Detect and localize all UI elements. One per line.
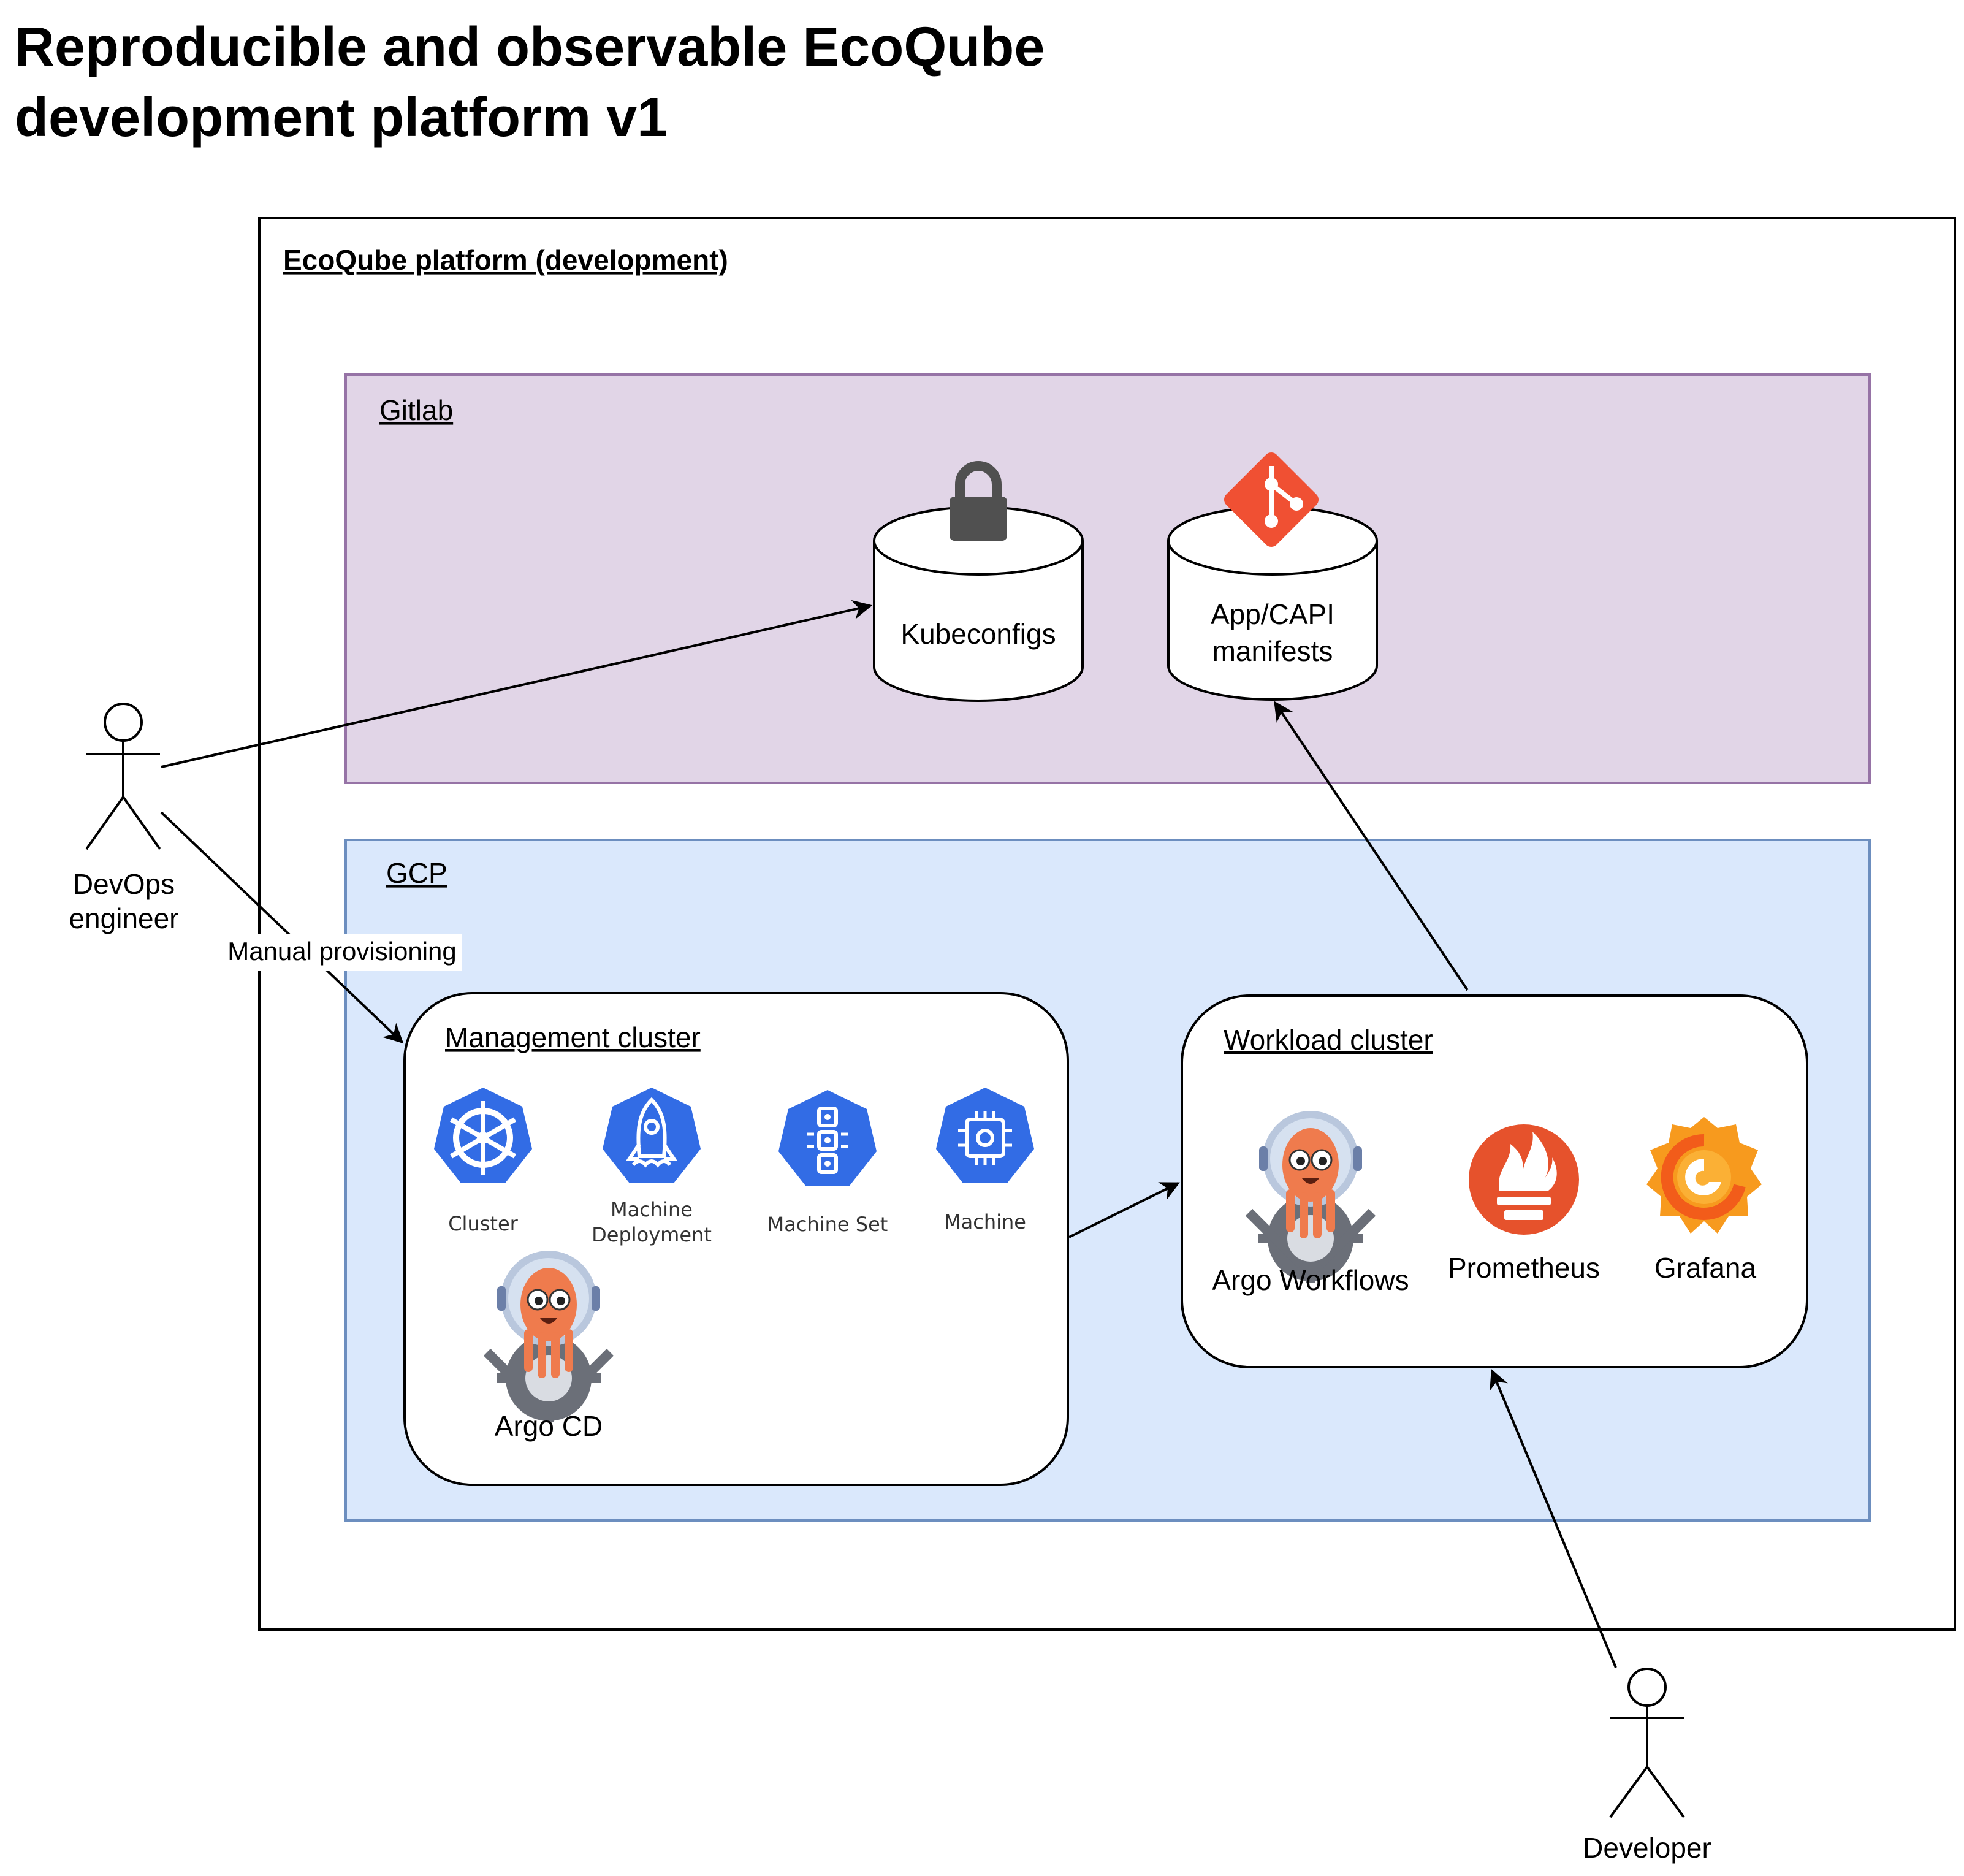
devops-engineer-actor[interactable] xyxy=(85,703,161,850)
machine-set-label: Machine Set xyxy=(767,1213,888,1236)
kubeconfigs-label: Kubeconfigs xyxy=(900,618,1056,650)
replicaset-icon xyxy=(778,1090,877,1186)
edge-workload-to-manifests xyxy=(1274,701,1469,991)
rocket-icon xyxy=(603,1088,701,1183)
gcp-label: GCP xyxy=(386,857,447,889)
platform-label: EcoQube platform (development) xyxy=(283,244,728,276)
edge-developer-to-workload xyxy=(1490,1369,1617,1668)
edge-devops-to-management xyxy=(160,811,404,1044)
machine-label: Machine xyxy=(944,1210,1026,1234)
argo-cd-label: Argo CD xyxy=(495,1410,603,1442)
page-title-line1: Reproducible and observable EcoQube xyxy=(15,17,1045,78)
developer-label: Developer xyxy=(1583,1832,1711,1864)
lock-icon xyxy=(950,461,1007,541)
prometheus-icon xyxy=(1469,1124,1579,1235)
gitlab-label: Gitlab xyxy=(379,394,453,426)
argo-workflows-label: Argo Workflows xyxy=(1212,1264,1409,1296)
manual-provisioning-label: Manual provisioning xyxy=(227,937,457,966)
kubernetes-icon xyxy=(434,1088,532,1183)
grafana-label: Grafana xyxy=(1654,1252,1757,1284)
developer-actor[interactable] xyxy=(1609,1668,1685,1818)
devops-engineer-label-line2: engineer xyxy=(69,902,178,934)
prometheus-label: Prometheus xyxy=(1448,1252,1600,1284)
manifests-label-line1: App/CAPI xyxy=(1211,598,1334,630)
gitlab-group xyxy=(344,373,1871,784)
workload-cluster-label: Workload cluster xyxy=(1224,1024,1433,1056)
grafana-icon xyxy=(1646,1117,1762,1234)
chip-icon xyxy=(936,1088,1034,1183)
edge-management-to-workload xyxy=(1068,1182,1180,1238)
manifests-store[interactable]: App/CAPI manifests xyxy=(1167,506,1378,701)
kubeconfigs-store[interactable]: Kubeconfigs xyxy=(873,506,1084,702)
cluster-label: Cluster xyxy=(448,1212,518,1235)
git-icon xyxy=(1224,452,1319,547)
management-cluster-label: Management cluster xyxy=(445,1021,701,1053)
manifests-label-line2: manifests xyxy=(1212,635,1333,667)
devops-engineer-label-line1: DevOps xyxy=(73,868,175,900)
manual-provisioning-label-bg xyxy=(219,934,462,971)
page-title-line2: development platform v1 xyxy=(15,87,668,148)
machine-deployment-label-line1: Machine xyxy=(611,1198,693,1221)
edges xyxy=(160,600,1617,1668)
machine-deployment-label-line2: Deployment xyxy=(592,1223,712,1246)
edge-devops-to-kubeconfigs xyxy=(161,600,873,768)
